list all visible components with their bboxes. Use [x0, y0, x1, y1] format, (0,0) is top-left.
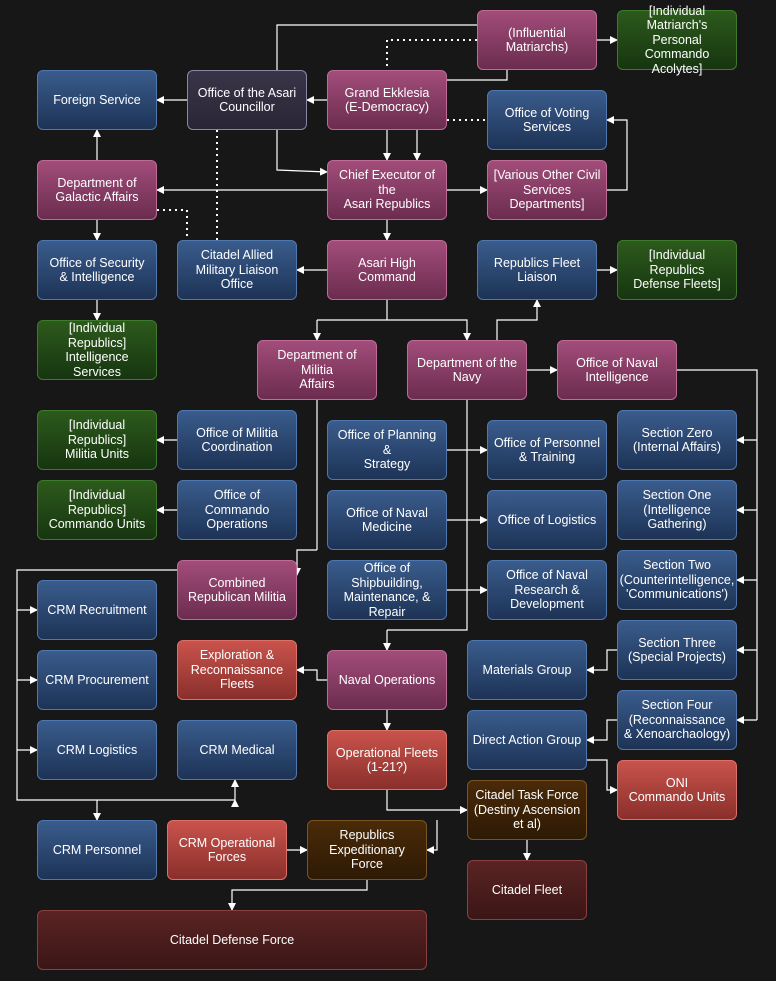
node-expeditionary-force: Republics Expeditionary Force — [307, 820, 427, 880]
node-intelligence-services: [Individual Republics] Intelligence Serv… — [37, 320, 157, 380]
node-matriarch-acolytes: [Individual Matriarch's Personal Command… — [617, 4, 737, 76]
node-commando-units: [Individual Republics] Commando Units — [37, 480, 157, 540]
node-defense-fleets: [Individual Republics Defense Fleets] — [617, 240, 737, 300]
node-commando-operations: Office of Commando Operations — [177, 480, 297, 540]
node-grand-ekklesia: Grand Ekklesia (E-Democracy) — [327, 70, 447, 130]
connector-46 — [386, 790, 468, 814]
connector-56 — [228, 880, 368, 911]
node-foreign-service: Foreign Service — [37, 70, 157, 130]
node-crm-recruitment: CRM Recruitment — [37, 580, 157, 640]
connector-24 — [496, 299, 541, 340]
node-personnel-training: Office of Personnel & Training — [487, 420, 607, 480]
node-high-command: Asari High Command — [327, 240, 447, 300]
dotted-connector-14 — [157, 209, 188, 240]
connector-47 — [16, 569, 235, 801]
node-citadel-task-force: Citadel Task Force (Destiny Ascension et… — [467, 780, 587, 840]
connector-26 — [677, 369, 758, 720]
node-crm-personnel: CRM Personnel — [37, 820, 157, 880]
connector-34 — [587, 759, 618, 794]
node-shipbuilding: Office of Shipbuilding, Maintenance, & R… — [327, 560, 447, 620]
node-crm-procurement: CRM Procurement — [37, 650, 157, 710]
connector-36 — [293, 549, 317, 576]
node-operational-fleets: Operational Fleets (1-21?) — [327, 730, 447, 790]
node-section-zero: Section Zero (Internal Affairs) — [617, 410, 737, 470]
node-militia-affairs: Department of Militia Affairs — [257, 340, 377, 400]
node-galactic-affairs: Department of Galactic Affairs — [37, 160, 157, 220]
connector-32 — [586, 649, 617, 674]
node-crm-medical: CRM Medical — [177, 720, 297, 780]
node-security-intelligence: Office of Security & Intelligence — [37, 240, 157, 300]
node-planning-strategy: Office of Planning & Strategy — [327, 420, 447, 480]
node-oni-commando-units: ONI Commando Units — [617, 760, 737, 820]
node-materials-group: Materials Group — [467, 640, 587, 700]
node-naval-intelligence: Office of Naval Intelligence — [557, 340, 677, 400]
node-direct-action-group: Direct Action Group — [467, 710, 587, 770]
connector-12 — [606, 116, 628, 191]
node-citadel-liaison: Citadel Allied Military Liaison Office — [177, 240, 297, 300]
node-crm-logistics: CRM Logistics — [37, 720, 157, 780]
node-militia-units: [Individual Republics] Militia Units — [37, 410, 157, 470]
connector-22 — [317, 319, 471, 341]
connector-33 — [586, 719, 617, 744]
node-naval-operations: Naval Operations — [327, 650, 447, 710]
node-section-two: Section Two (Counterintelligence, 'Commu… — [617, 550, 737, 610]
connector-9 — [273, 123, 328, 176]
node-navy: Department of the Navy — [407, 340, 527, 400]
node-section-three: Section Three (Special Projects) — [617, 620, 737, 680]
connector-39 — [387, 400, 468, 631]
node-citadel-defense-force: Citadel Defense Force — [37, 910, 427, 970]
node-asari-councillor: Office of the Asari Councillor — [187, 70, 307, 130]
node-civil-services: [Various Other Civil Services Department… — [487, 160, 607, 220]
connector-2 — [276, 24, 477, 70]
node-naval-research: Office of Naval Research & Development — [487, 560, 607, 620]
node-citadel-fleet: Citadel Fleet — [467, 860, 587, 920]
connector-55 — [426, 820, 438, 854]
node-chief-executive: Chief Executor of the Asari Republics — [327, 160, 447, 220]
node-section-four: Section Four (Reconnaissance & Xenoarcha… — [617, 690, 737, 750]
node-fleet-liaison: Republics Fleet Liaison — [477, 240, 597, 300]
node-logistics: Office of Logistics — [487, 490, 607, 550]
node-combined-militia: Combined Republican Militia — [177, 560, 297, 620]
dotted-connector-3 — [386, 39, 477, 70]
node-crm-operational-forces: CRM Operational Forces — [167, 820, 287, 880]
node-militia-coordination: Office of Militia Coordination — [177, 410, 297, 470]
node-section-one: Section One (Intelligence Gathering) — [617, 480, 737, 540]
node-exploration-fleets: Exploration & Reconnaissance Fleets — [177, 640, 297, 700]
node-influential-matriarchs: (Influential Matriarchs) — [477, 10, 597, 70]
connector-44 — [296, 666, 327, 681]
node-voting-services: Office of Voting Services — [487, 90, 607, 150]
node-naval-medicine: Office of Naval Medicine — [327, 490, 447, 550]
